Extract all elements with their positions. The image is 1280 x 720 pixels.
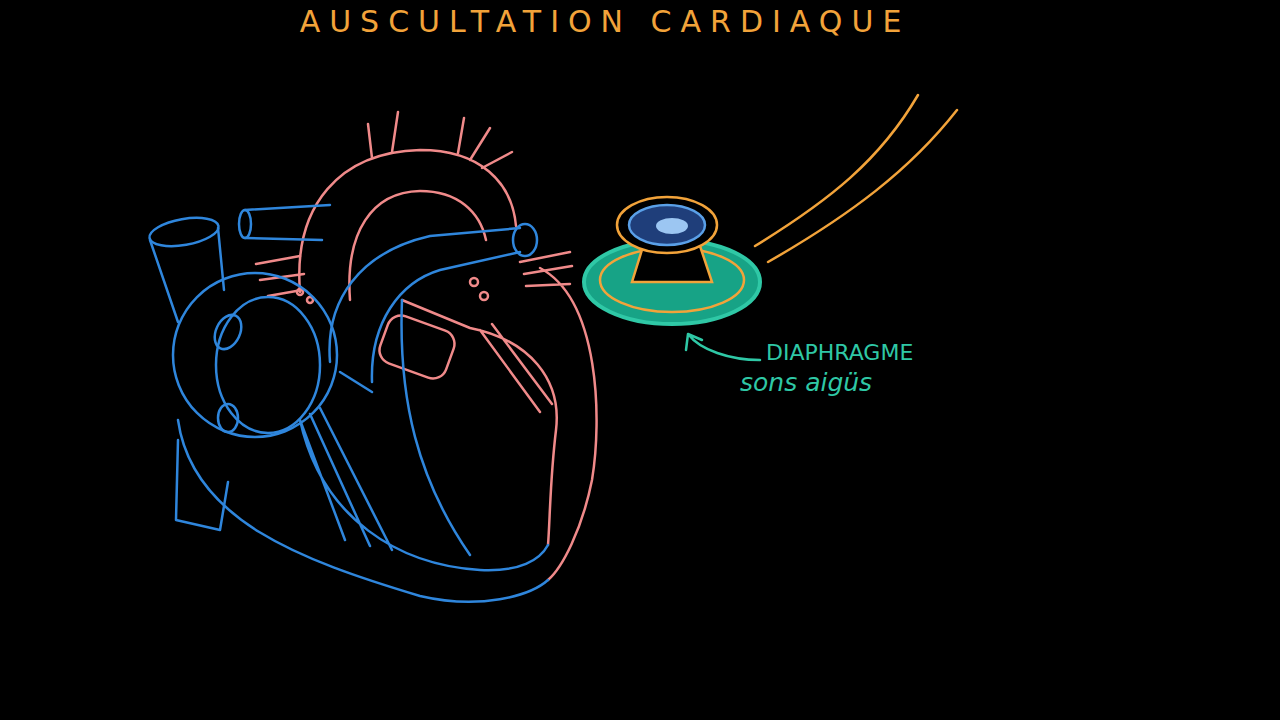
bell-rim xyxy=(617,197,717,253)
pulmonary-opening xyxy=(513,224,537,256)
title: AUSCULTATION CARDIAQUE xyxy=(300,4,911,39)
vessel-opening xyxy=(480,292,488,300)
left-ventricle xyxy=(256,252,597,580)
vessel-opening xyxy=(470,278,478,286)
vessel-opening xyxy=(239,210,251,238)
atrium-inner xyxy=(216,297,320,433)
vessel-opening xyxy=(218,404,238,432)
stethoscope-tube xyxy=(755,95,957,262)
pulmonary-trunk xyxy=(245,205,520,392)
aorta-arch xyxy=(299,112,516,300)
bell xyxy=(629,205,705,245)
vena-cava-top xyxy=(147,213,220,251)
note: sons aigüs xyxy=(740,368,872,397)
vessel-opening xyxy=(210,311,247,354)
vessel-opening xyxy=(297,289,303,295)
right-atrium xyxy=(173,273,337,437)
leader-arrow xyxy=(686,334,760,360)
stethoscope-drawing xyxy=(584,95,957,360)
bell-shine xyxy=(656,218,688,234)
right-ventricle xyxy=(178,300,548,602)
part-name: DIAPHRAGME xyxy=(766,340,913,365)
heart-drawing xyxy=(147,112,596,602)
mitral-valve xyxy=(376,312,459,383)
